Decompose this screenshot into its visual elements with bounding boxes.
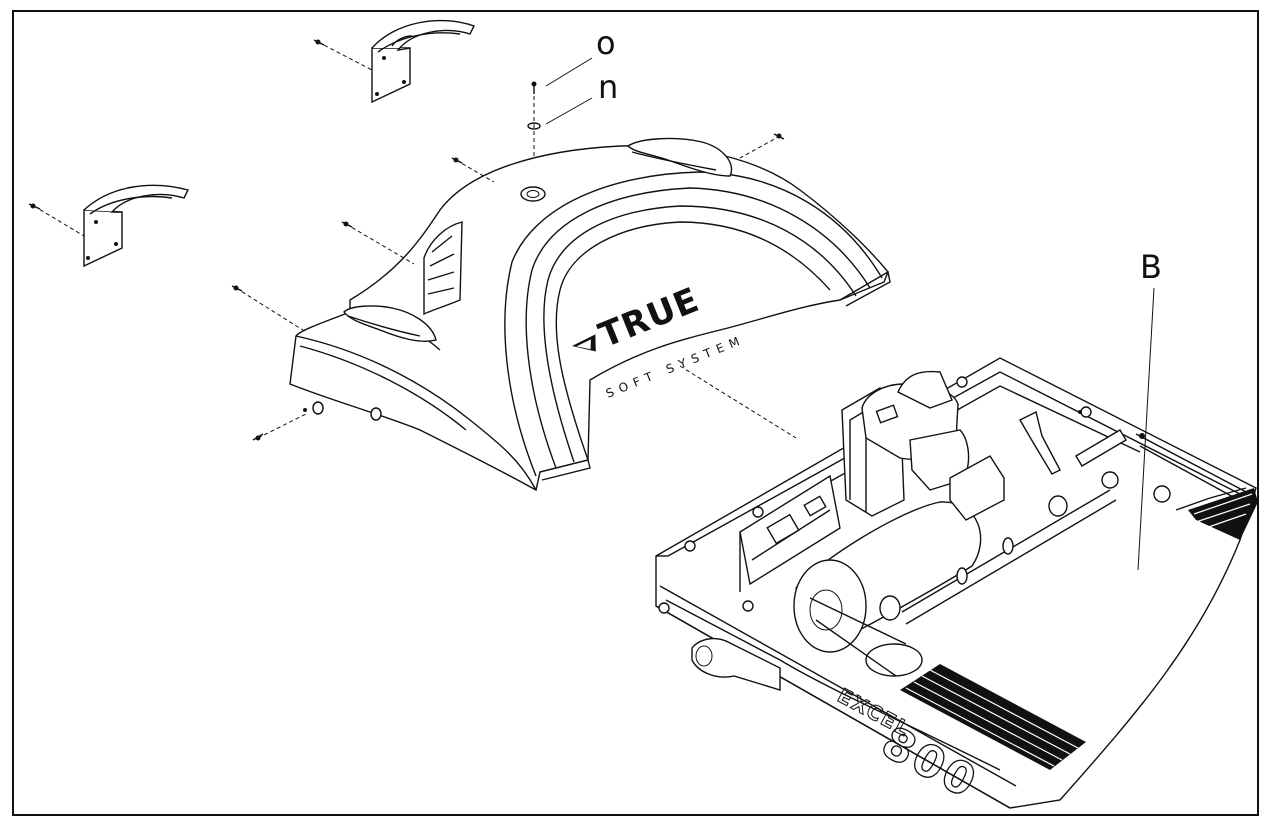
callout-o: o <box>596 24 616 62</box>
lower-bracket <box>83 184 190 268</box>
treadbelt-front <box>900 664 1086 770</box>
callout-b-leader <box>1137 287 1155 571</box>
treadmill-deck <box>655 357 1257 809</box>
upper-bracket-screw-line <box>317 41 373 71</box>
lower-bracket-screw <box>28 203 41 210</box>
callout-b: B <box>1140 248 1162 286</box>
lower-bracket-screw-line <box>33 205 85 237</box>
callout-n-leader <box>545 97 593 125</box>
hood-screws <box>231 133 797 441</box>
callout-n: n <box>598 68 618 106</box>
upper-bracket-screw <box>313 39 325 46</box>
motor-hood <box>289 137 891 492</box>
treadbelt-rear <box>1188 488 1258 540</box>
top-screw-o <box>531 81 537 94</box>
callout-o-leader <box>545 57 593 87</box>
upper-bracket <box>371 19 475 104</box>
front-foot <box>691 637 781 691</box>
